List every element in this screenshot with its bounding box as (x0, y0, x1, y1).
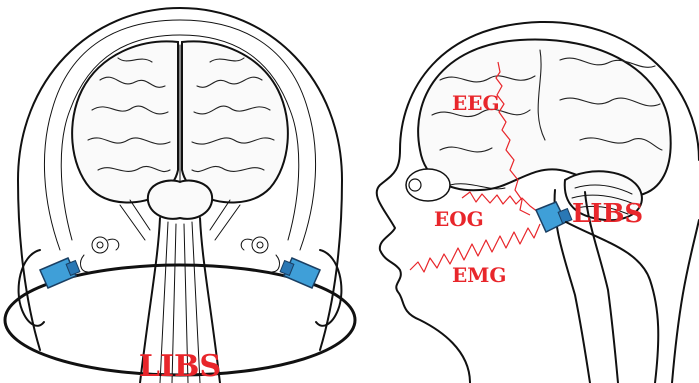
front-right-earpiece (280, 258, 320, 288)
front-inner-ear-right (241, 237, 279, 272)
right-hemisphere (182, 41, 288, 202)
front-inner-ear-left (81, 237, 119, 272)
side-earpiece (536, 202, 572, 232)
left-hemisphere (72, 41, 178, 202)
side-cable (566, 222, 658, 383)
eog-label: EOG (434, 207, 484, 231)
front-cerebellum (148, 181, 212, 219)
side-back-of-head (672, 220, 699, 383)
side-view: EEG EOG EMG LIBS (377, 22, 699, 383)
front-view: LIBS (5, 8, 355, 383)
side-libs-label: LIBS (572, 199, 643, 229)
emg-label: EMG (452, 263, 506, 287)
eeg-label: EEG (452, 91, 500, 115)
front-libs-label: LIBS (139, 349, 221, 383)
front-left-earpiece (40, 258, 80, 288)
